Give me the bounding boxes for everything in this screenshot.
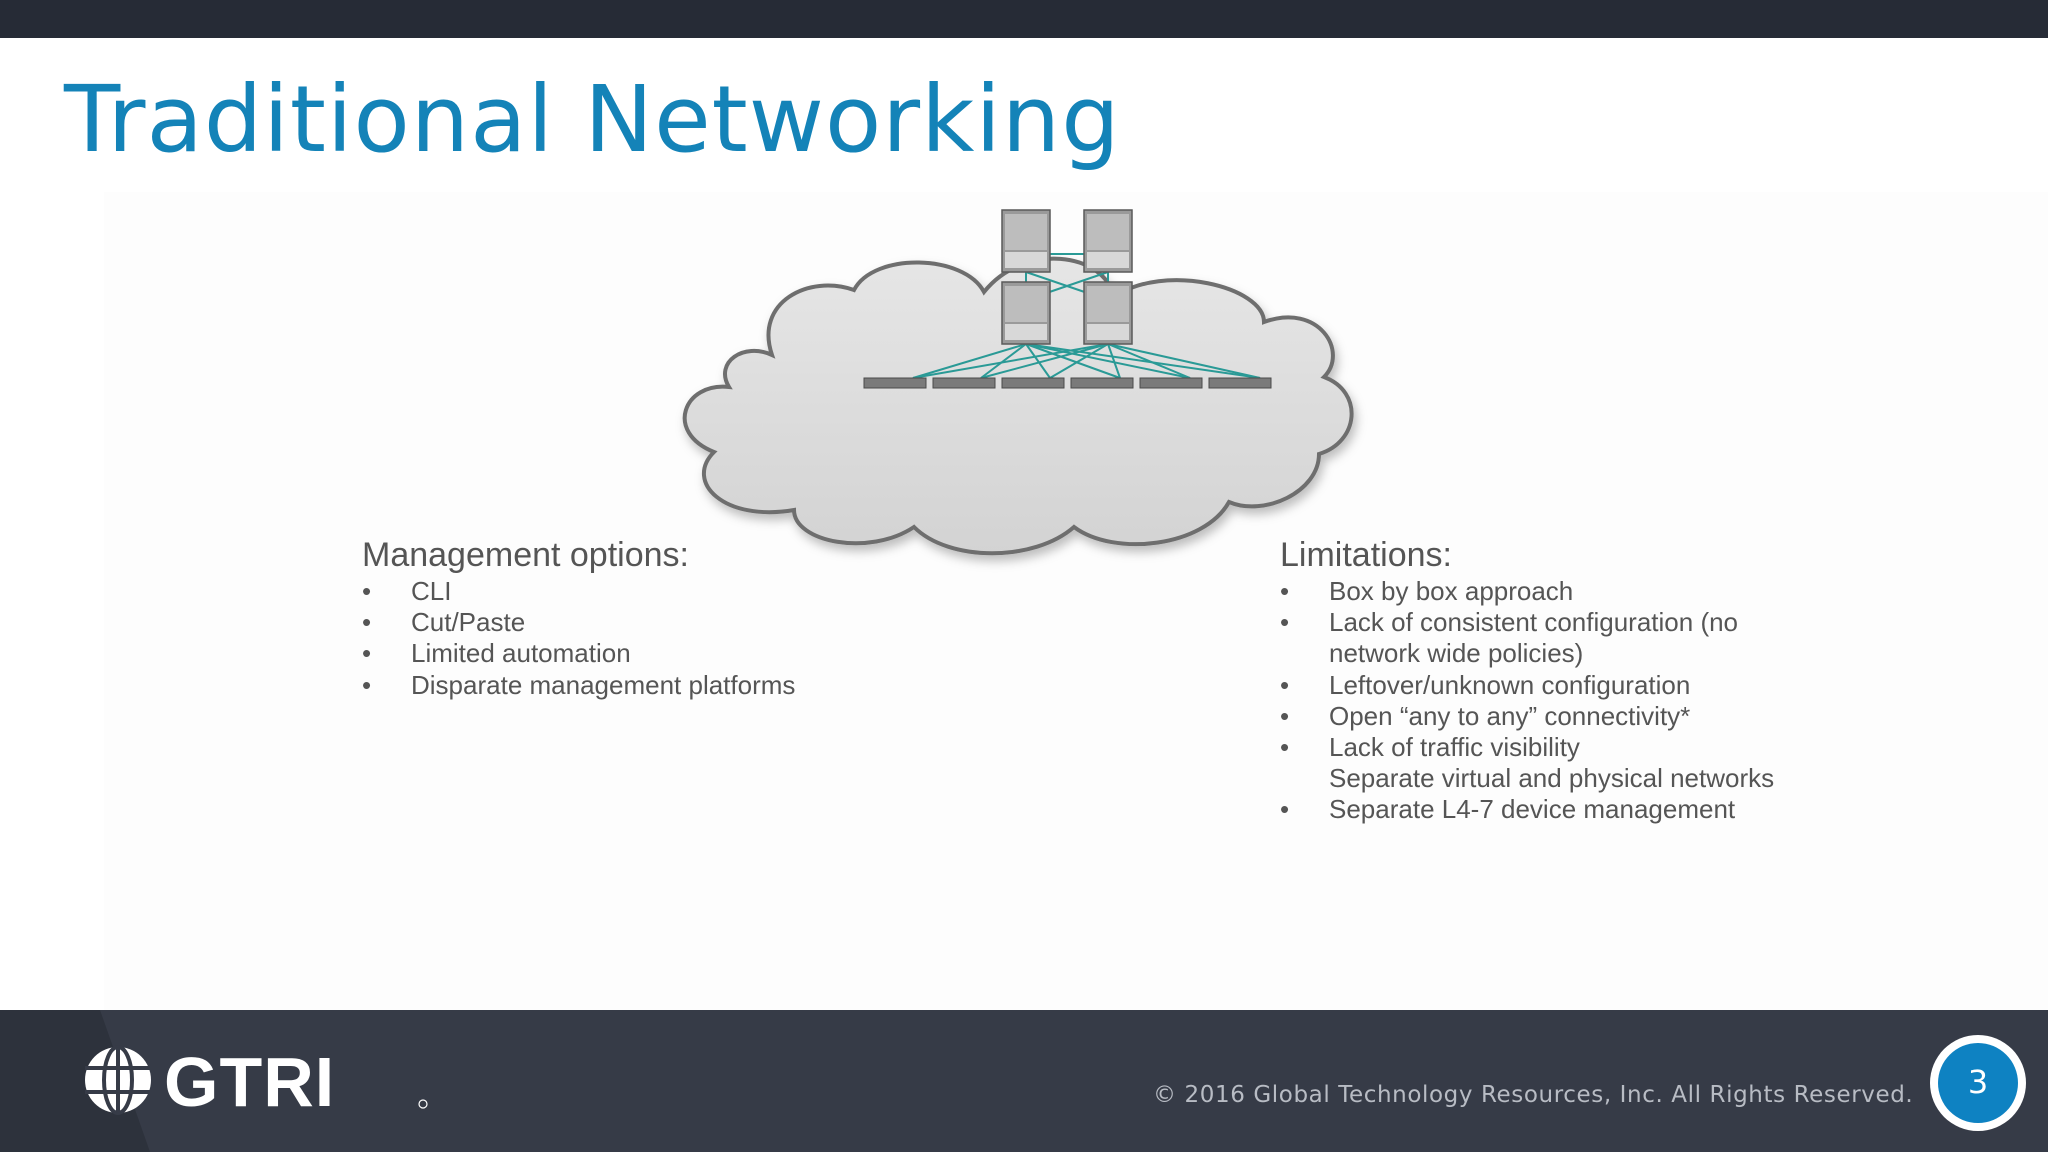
gtri-logo: GTRI [85, 1044, 428, 1116]
page-number-badge: 3 [1930, 1035, 2026, 1131]
management-list: •CLI •Cut/Paste •Limited automation •Dis… [362, 576, 922, 701]
slide-content-panel [104, 192, 2048, 1010]
list-item: •Separate L4-7 device management [1280, 794, 1736, 825]
core-switch-2 [1083, 209, 1133, 273]
access-links [912, 343, 1261, 379]
slide-title: Traditional Networking [64, 66, 1121, 173]
footer-bar [0, 1010, 2048, 1152]
distribution-switch-1 [1001, 281, 1051, 345]
access-switches [863, 377, 1272, 389]
footer-accent [0, 1010, 150, 1152]
cloud-shape [682, 256, 1354, 556]
copyright-text: © 2016 Global Technology Resources, Inc.… [1153, 1082, 1914, 1108]
svg-text:GTRI: GTRI [164, 1044, 335, 1116]
limitations-section: Limitations: •Box by box approach •Lack … [1280, 536, 1840, 826]
limitations-list: •Box by box approach •Lack of consistent… [1280, 576, 1840, 826]
management-options-section: Management options: •CLI •Cut/Paste •Lim… [362, 536, 922, 701]
list-item: •Disparate management platforms [362, 669, 796, 700]
limitations-heading: Limitations: [1280, 536, 1452, 574]
network-cloud-icon [682, 209, 1354, 556]
list-item: •Cut/Paste [362, 607, 526, 638]
core-switch-1 [1001, 209, 1051, 273]
list-item: •Limited automation [362, 638, 631, 669]
list-item: •Leftover/unknown configuration [1280, 669, 1691, 700]
distribution-switch-2 [1083, 281, 1133, 345]
globe-icon [85, 1045, 151, 1115]
list-item: •CLI [362, 576, 452, 606]
management-heading: Management options: [362, 536, 689, 574]
page-number: 3 [1938, 1043, 2018, 1123]
list-item: •Open “any to any” connectivity* [1280, 700, 1691, 731]
list-item: •Box by box approach [1280, 576, 1574, 606]
header-bar [0, 0, 2048, 38]
